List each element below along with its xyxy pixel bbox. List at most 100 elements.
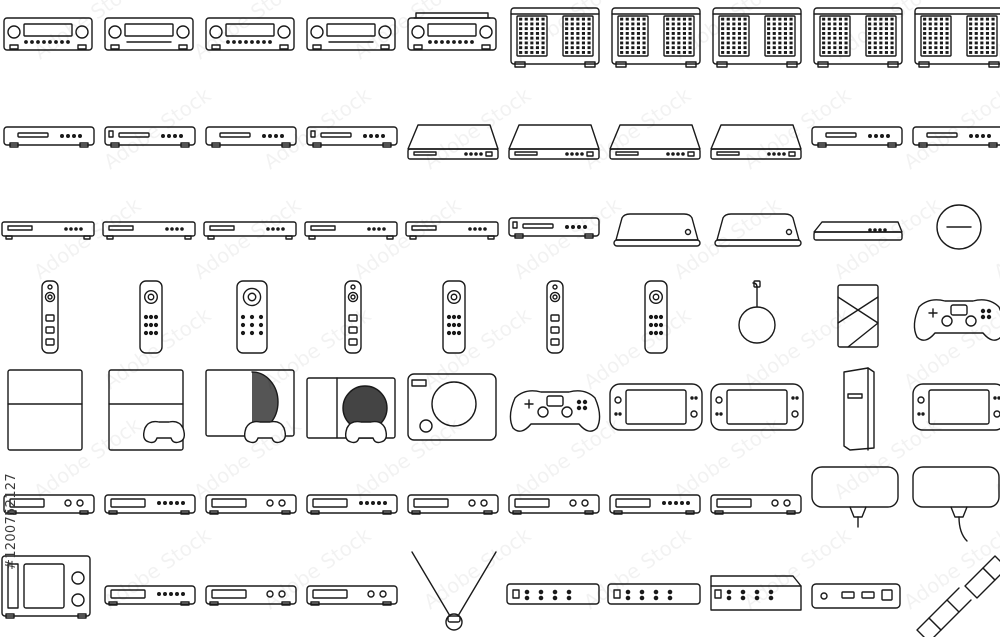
tower-console-icon [808,364,908,455]
dvd-player-icon [808,91,908,182]
slim-player-icon [202,182,302,273]
set-top-box-icon-graphic [101,455,201,546]
remote-control-icon-graphic [606,273,706,364]
gamepad-icon-graphic [505,364,605,455]
set-top-box-icon [202,546,302,637]
slim-player-icon-graphic [303,182,403,273]
handheld-console-icon-graphic [909,364,1000,455]
gamepad-icon [909,273,1000,364]
dvd-player-icon-graphic [0,91,100,182]
set-top-box-icon-graphic [303,455,403,546]
media-box-icon [505,91,605,182]
set-top-box-icon-graphic [606,455,706,546]
av-receiver-icon-graphic [404,0,504,91]
set-top-box-icon-graphic [303,546,403,637]
indoor-antenna-icon-graphic [909,455,1000,546]
power-amplifier-icon [505,0,605,91]
av-receiver-icon-graphic [101,0,201,91]
set-top-box-icon [505,455,605,546]
hdmi-hub-icon [808,546,908,637]
slim-player-icon-graphic [404,182,504,273]
media-box-icon [707,91,807,182]
set-top-box-icon [202,455,302,546]
slim-player-icon [101,182,201,273]
streaming-tower-icon [808,273,908,364]
media-box-icon [606,91,706,182]
set-top-box-icon [707,455,807,546]
hdmi-switch-icon [505,546,605,637]
av-receiver-icon [101,0,201,91]
media-box-icon [404,91,504,182]
game-console-icon-graphic [101,364,201,455]
remote-control-icon-graphic [202,273,302,364]
slim-set-top-box-icon-graphic [808,182,908,273]
slim-set-top-box-icon [808,182,908,273]
slim-player-icon [0,182,100,273]
media-box-icon-graphic [707,91,807,182]
hdmi-switch-icon-graphic [606,546,706,637]
gamepad-icon [505,364,605,455]
game-console-icon [202,364,302,455]
tower-console-icon-graphic [808,364,908,455]
power-amplifier-icon-graphic [909,0,1000,91]
power-amplifier-icon-graphic [808,0,908,91]
set-top-box-icon [0,455,100,546]
dvd-player-icon [101,91,201,182]
handheld-console-icon-graphic [606,364,706,455]
set-top-box-icon-graphic [505,455,605,546]
retro-console-icon [404,364,504,455]
av-receiver-icon-graphic [202,0,302,91]
game-console-icon-graphic [0,364,100,455]
hdmi-switch-icon-graphic [505,546,605,637]
remote-control-icon [606,273,706,364]
slim-player-icon [404,182,504,273]
remote-control-icon-graphic [101,273,201,364]
dvd-player-icon-graphic [808,91,908,182]
rabbit-ears-antenna-icon [404,546,504,637]
dvd-player-icon-graphic [505,182,605,273]
indoor-antenna-icon [909,455,1000,546]
set-top-box-icon-graphic [404,455,504,546]
game-console-icon-graphic [202,364,302,455]
handheld-console-icon-graphic [707,364,807,455]
remote-control-icon-graphic [404,273,504,364]
gamepad-icon-graphic [909,273,1000,364]
hdmi-switch-icon [606,546,706,637]
game-console-icon [303,364,403,455]
set-top-box-icon-graphic [0,455,100,546]
av-receiver-icon [404,0,504,91]
streaming-puck-icon [909,182,1000,273]
set-top-box-icon [101,546,201,637]
dvd-player-icon [505,182,605,273]
power-amplifier-icon [707,0,807,91]
remote-control-icon-graphic [303,273,403,364]
indoor-antenna-icon-graphic [808,455,908,546]
remote-control-icon-graphic [505,273,605,364]
handheld-console-icon [909,364,1000,455]
slim-player-icon-graphic [0,182,100,273]
av-receiver-icon [202,0,302,91]
power-amplifier-icon [909,0,1000,91]
dvd-player-icon [0,91,100,182]
slim-player-icon [303,182,403,273]
game-console-icon [0,364,100,455]
av-receiver-icon-graphic [0,0,100,91]
av-receiver-icon [303,0,403,91]
power-amplifier-icon-graphic [707,0,807,91]
set-top-box-icon-graphic [202,455,302,546]
set-top-box-icon [303,455,403,546]
dvd-player-icon [303,91,403,182]
handheld-console-icon [707,364,807,455]
game-console-icon [101,364,201,455]
streaming-puck-icon-graphic [909,182,1000,273]
dvd-player-icon [909,91,1000,182]
hdmi-cable-icon [909,546,1000,637]
hdmi-hub-icon-graphic [808,546,908,637]
remote-control-icon [404,273,504,364]
power-amplifier-icon [808,0,908,91]
power-amplifier-icon-graphic [606,0,706,91]
vintage-receiver-icon [0,546,100,637]
media-box-icon-graphic [404,91,504,182]
set-top-box-icon [404,455,504,546]
